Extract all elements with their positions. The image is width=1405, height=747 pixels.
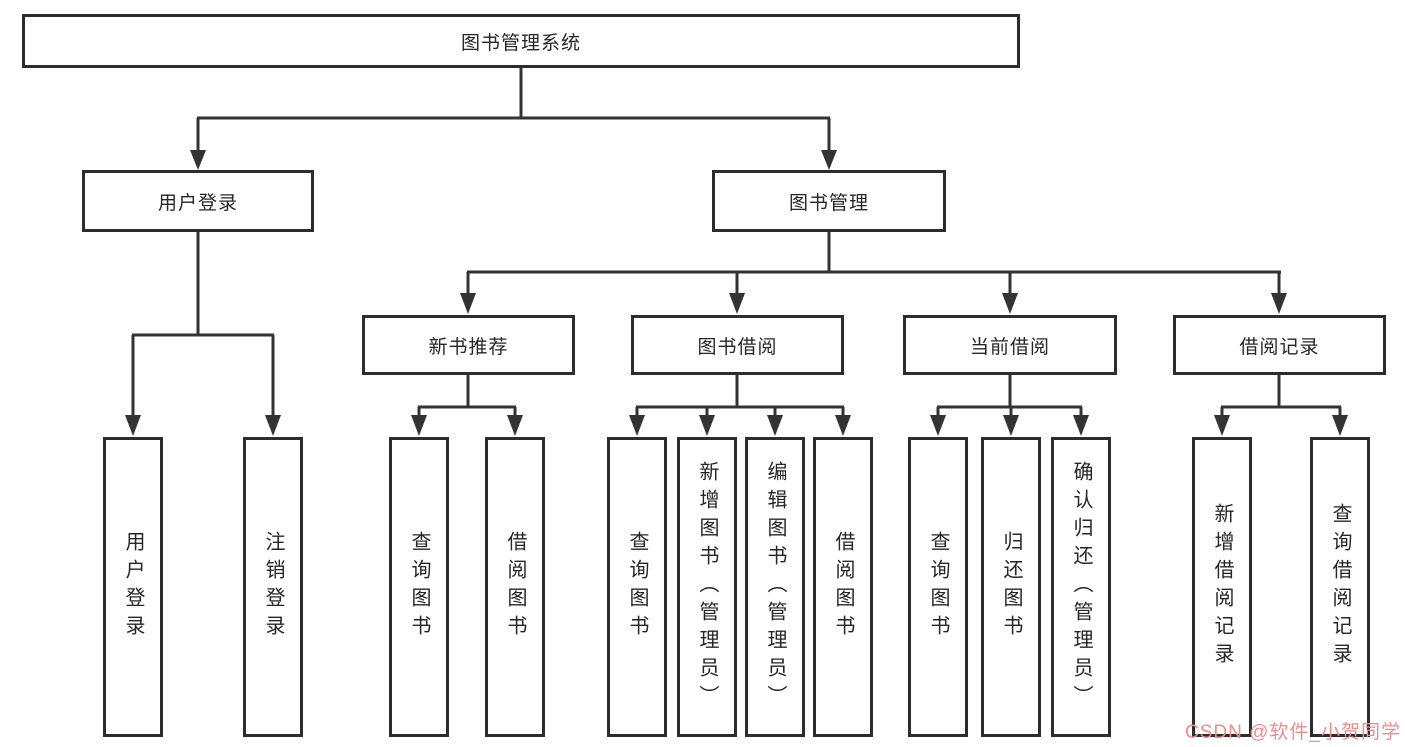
leaf-borrow-books-recommend: 借阅图书 xyxy=(485,437,545,737)
node-label: 新增借阅记录 xyxy=(1211,503,1233,671)
connector-root-to-level2 xyxy=(190,68,837,170)
leaf-add-borrow-record: 新增借阅记录 xyxy=(1192,437,1252,737)
leaf-query-borrow-record: 查询借阅记录 xyxy=(1310,437,1370,737)
node-label: 借阅记录 xyxy=(1239,336,1320,358)
leaf-return-books: 归还图书 xyxy=(981,437,1041,737)
node-label: 新增图书（管理员） xyxy=(696,461,718,713)
leaf-borrow-books: 借阅图书 xyxy=(813,437,873,737)
leaf-logout: 注销登录 xyxy=(243,437,303,737)
node-label: 用户登录 xyxy=(157,192,238,214)
leaf-confirm-return-admin: 确认归还（管理员） xyxy=(1051,437,1111,737)
connector-current-to-leaves xyxy=(930,375,1089,436)
csdn-watermark: CSDN @软件_小贺同学 xyxy=(1185,722,1401,743)
node-book-management: 图书管理 xyxy=(712,170,946,232)
leaf-user-login: 用户登录 xyxy=(103,437,163,737)
node-book-management-system: 图书管理系统 xyxy=(22,14,1020,68)
node-label: 借阅图书 xyxy=(504,531,526,643)
node-book-borrow: 图书借阅 xyxy=(631,315,844,375)
connector-book-mgmt-to-level3 xyxy=(460,232,1287,314)
node-new-book-recommend: 新书推荐 xyxy=(362,315,575,375)
node-label: 图书管理 xyxy=(788,192,869,214)
node-label: 查询借阅记录 xyxy=(1329,503,1351,671)
leaf-edit-books-admin: 编辑图书（管理员） xyxy=(745,437,805,737)
node-user-login: 用户登录 xyxy=(82,170,314,232)
leaf-query-books-current: 查询图书 xyxy=(908,437,968,737)
connector-user-login-to-leaves xyxy=(125,232,281,436)
node-borrow-records: 借阅记录 xyxy=(1173,315,1386,375)
node-label: 查询图书 xyxy=(927,531,949,643)
node-current-borrow: 当前借阅 xyxy=(903,315,1117,375)
node-label: 图书借阅 xyxy=(697,336,778,358)
node-label: 编辑图书（管理员） xyxy=(764,461,786,713)
connector-borrow-to-leaves xyxy=(629,375,851,436)
connector-records-to-leaves xyxy=(1214,375,1348,436)
node-label: 查询图书 xyxy=(408,531,430,643)
node-label: 确认归还（管理员） xyxy=(1070,461,1092,713)
leaf-query-books-borrow: 查询图书 xyxy=(607,437,667,737)
connector-newbook-to-leaves xyxy=(411,375,523,436)
node-label: 用户登录 xyxy=(122,531,144,643)
node-label: 归还图书 xyxy=(1000,531,1022,643)
node-label: 图书管理系统 xyxy=(460,32,581,54)
leaf-add-books-admin: 新增图书（管理员） xyxy=(677,437,737,737)
node-label: 当前借阅 xyxy=(969,336,1050,358)
leaf-query-books-recommend: 查询图书 xyxy=(389,437,449,737)
node-label: 新书推荐 xyxy=(428,336,509,358)
node-label: 借阅图书 xyxy=(832,531,854,643)
node-label: 查询图书 xyxy=(626,531,648,643)
node-label: 注销登录 xyxy=(262,531,284,643)
